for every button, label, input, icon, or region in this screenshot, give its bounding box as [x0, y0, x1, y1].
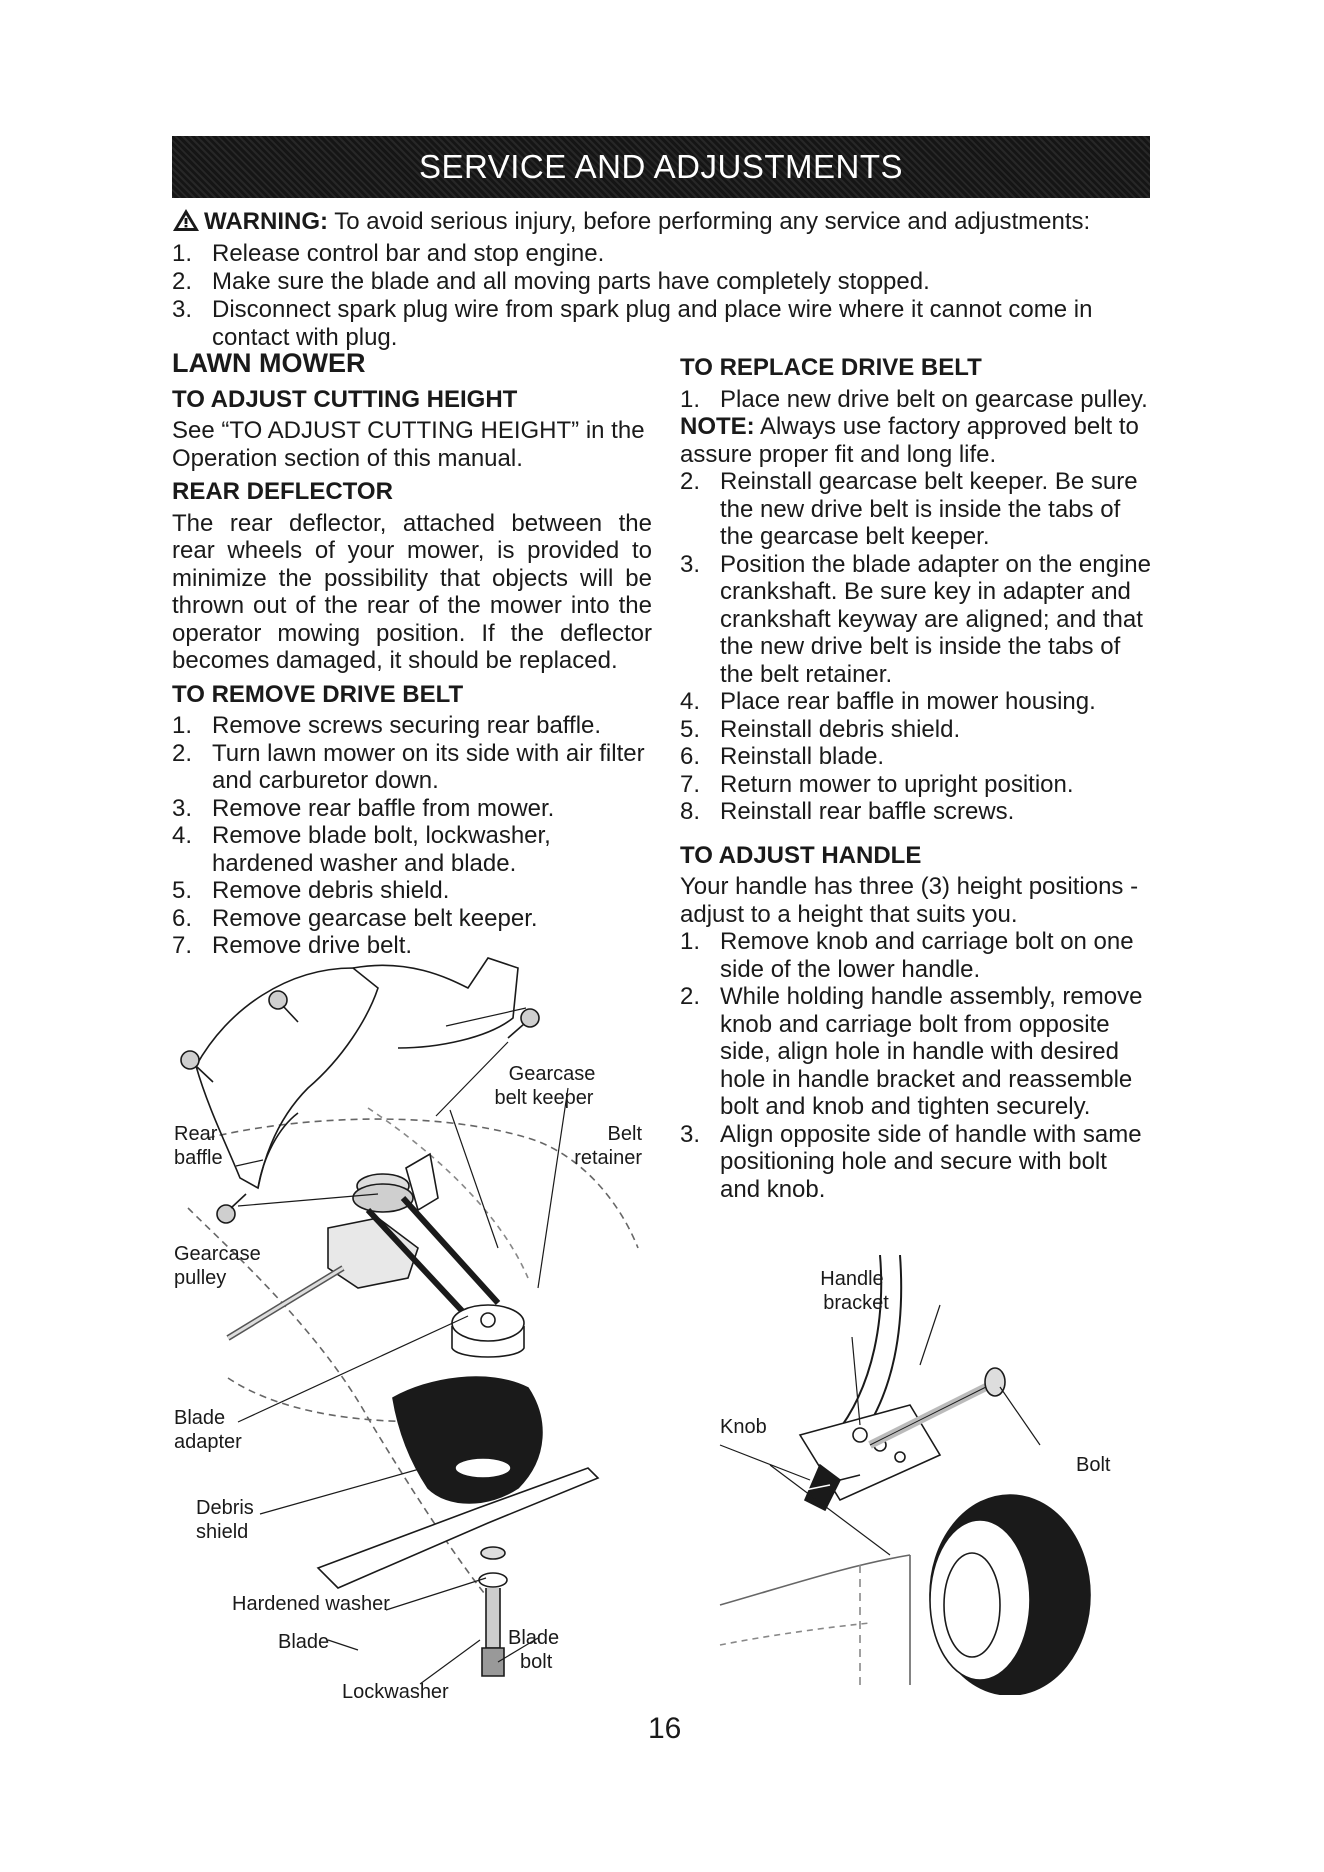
rear-deflector-text: The rear deflector, attached between the… [172, 509, 652, 675]
replace-belt-steps: 2.Reinstall gearcase belt keeper. Be sur… [680, 468, 1152, 826]
list-item: 3.Remove rear baffle from mower. [172, 794, 555, 822]
list-item: 8.Reinstall rear baffle screws. [680, 798, 1015, 825]
list-item: 1.Release control bar and stop engine. [172, 240, 605, 267]
label-belt-retainer: Belt [608, 1123, 643, 1145]
heading-replace-drive-belt: TO REPLACE DRIVE BELT [680, 354, 982, 381]
heading-adjust-cutting-height: TO ADJUST CUTTING HEIGHT [172, 385, 518, 413]
list-item: 3.Position the blade adapter on the engi… [680, 550, 1152, 688]
list-item: 7.Remove drive belt. [172, 932, 413, 959]
list-item: 2.Reinstall gearcase belt keeper. Be sur… [680, 468, 1138, 550]
note-label: NOTE: [680, 413, 755, 440]
list-item: 3.Align opposite side of handle with sam… [680, 1120, 1142, 1203]
page-number: 16 [648, 1712, 682, 1745]
label-blade-bolt: Blade [508, 1627, 559, 1649]
label-blade: Blade [278, 1631, 329, 1653]
list-item: 2.Make sure the blade and all moving par… [172, 268, 930, 295]
note: NOTE: Always use factory approved belt t… [680, 413, 1152, 468]
svg-text:bracket: bracket [823, 1292, 889, 1314]
section-banner: SERVICE AND ADJUSTMENTS [172, 136, 1150, 198]
heading-remove-drive-belt: TO REMOVE DRIVE BELT [172, 680, 464, 708]
label-lockwasher: Lockwasher [342, 1681, 449, 1703]
svg-text:bolt: bolt [520, 1651, 553, 1673]
heading-adjust-handle: TO ADJUST HANDLE [680, 841, 922, 869]
warning-line: WARNING: To avoid serious injury, before… [172, 208, 1162, 239]
label-blade-adapter: Blade [174, 1407, 225, 1429]
label-debris-shield: Debris [196, 1497, 254, 1519]
svg-text:adapter: adapter [174, 1431, 242, 1453]
right-column: TO REPLACE DRIVE BELT 1.Place new drive … [680, 354, 1152, 1203]
label-gearcase-belt-keeper: Gearcase [509, 1063, 596, 1085]
list-item: 2.While holding handle assembly, remove … [680, 983, 1143, 1120]
list-item: 3.Disconnect spark plug wire from spark … [172, 296, 1093, 351]
list-item: 4.Remove blade bolt, lockwasher, hardene… [172, 822, 551, 877]
adjust-handle-steps: 1.Remove knob and carriage bolt on one s… [680, 928, 1152, 1203]
warning-list: 1.Release control bar and stop engine. 2… [172, 240, 1152, 352]
heading-rear-deflector: REAR DEFLECTOR [172, 478, 393, 505]
list-item: 1.Remove knob and carriage bolt on one s… [680, 928, 1134, 983]
svg-text:baffle: baffle [174, 1147, 223, 1169]
warning-text: To avoid serious injury, before performi… [334, 208, 1091, 235]
list-item: 4.Place rear baffle in mower housing. [680, 688, 1096, 715]
list-item: 7.Return mower to upright position. [680, 770, 1074, 798]
list-item: 1.Remove screws securing rear baffle. [172, 712, 602, 739]
label-bolt: Bolt [1076, 1454, 1111, 1476]
label-hardened-washer: Hardened washer [232, 1593, 390, 1615]
list-item: 2.Turn lawn mower on its side with air f… [172, 739, 645, 795]
label-handle-bracket: Handle [820, 1268, 883, 1290]
list-item: 6.Remove gearcase belt keeper. [172, 904, 538, 932]
list-item: 5.Reinstall debris shield. [680, 715, 961, 743]
list-item: 6.Reinstall blade. [680, 743, 885, 770]
left-column: LAWN MOWER TO ADJUST CUTTING HEIGHT See … [172, 348, 652, 960]
drive-belt-diagram: Gearcase belt keeper Belt retainer Rear … [168, 948, 668, 1748]
warning-label: WARNING: [204, 208, 328, 235]
list-item: 5.Remove debris shield. [172, 877, 450, 904]
page-title: SERVICE AND ADJUSTMENTS [419, 148, 903, 185]
adjust-height-text: See “TO ADJUST CUTTING HEIGHT” in the Op… [172, 417, 645, 472]
adjust-handle-intro: Your handle has three (3) height positio… [680, 873, 1139, 928]
warning-icon [172, 208, 200, 239]
svg-text:retainer: retainer [574, 1147, 642, 1169]
label-knob: Knob [720, 1416, 767, 1438]
handle-diagram: Handle bracket Knob Bolt [710, 1254, 1140, 1696]
note-text: Always use factory approved belt to assu… [680, 413, 1139, 468]
list-item: 1.Place new drive belt on gearcase pulle… [680, 385, 1148, 413]
svg-text:shield: shield [196, 1521, 248, 1543]
label-rear-baffle: Rear [174, 1123, 218, 1145]
svg-text:pulley: pulley [174, 1267, 226, 1289]
remove-belt-steps: 1.Remove screws securing rear baffle. 2.… [172, 712, 652, 960]
label-gearcase-pulley: Gearcase [174, 1243, 261, 1265]
section-title-lawn-mower: LAWN MOWER [172, 348, 366, 378]
svg-text:belt keeper: belt keeper [495, 1087, 594, 1109]
